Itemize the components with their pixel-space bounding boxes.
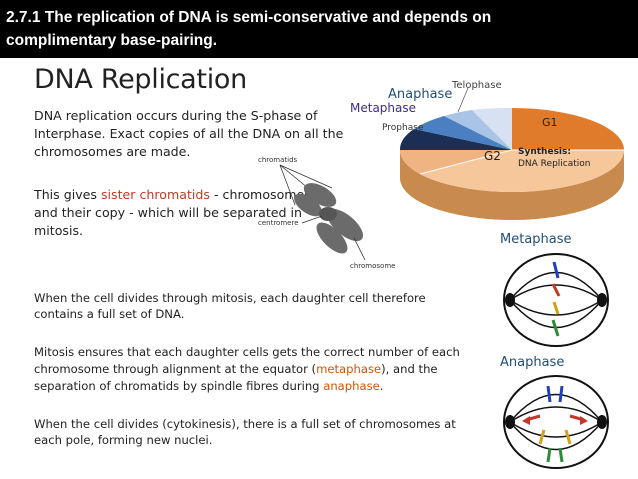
label-telophase: Telophase bbox=[451, 80, 502, 91]
anaphase-label: Anaphase bbox=[500, 355, 565, 370]
paragraph-alignment: Mitosis ensures that each daughter cells… bbox=[34, 344, 474, 395]
chromosome-shape bbox=[294, 183, 364, 254]
anaphase-cell bbox=[503, 375, 609, 469]
para4-a: Mitosis ensures that each daughter cells… bbox=[34, 345, 460, 376]
metaphase-label: Metaphase bbox=[500, 232, 572, 247]
header-line-2: complimentary base-pairing. bbox=[6, 32, 218, 49]
sister-chromatids-term: sister chromatids bbox=[101, 187, 210, 202]
label-g2: G2 bbox=[484, 149, 501, 163]
slice-anaphase bbox=[444, 110, 512, 150]
slice-g2 bbox=[399, 150, 512, 174]
label-anaphase: Anaphase bbox=[388, 87, 452, 102]
para2-post: - chromosomes and their copy - which wil… bbox=[34, 187, 311, 238]
metaphase-cell bbox=[503, 253, 609, 347]
label-dna-replication: DNA Replication bbox=[518, 159, 590, 169]
cell-cycle-pie: Telophase Anaphase Metaphase Prophase G1… bbox=[350, 80, 625, 220]
page-title: DNA Replication bbox=[34, 64, 247, 95]
slice-g1 bbox=[512, 108, 624, 150]
slice-metaphase bbox=[414, 116, 512, 150]
label-chromosome: chromosome bbox=[350, 262, 395, 270]
paragraph-cytokinesis: When the cell divides (cytokinesis), the… bbox=[34, 417, 456, 447]
paragraph-sister-chromatids: This gives sister chromatids - chromosom… bbox=[34, 186, 334, 240]
label-metaphase: Metaphase bbox=[350, 101, 416, 115]
label-chromatids: chromatids bbox=[258, 156, 298, 164]
paragraph-mitosis: When the cell divides through mitosis, e… bbox=[34, 291, 426, 321]
metaphase-term: metaphase bbox=[316, 362, 382, 376]
header-line-1: 2.7.1 The replication of DNA is semi-con… bbox=[6, 9, 492, 26]
anaphase-term: anaphase bbox=[323, 379, 380, 393]
slice-prophase bbox=[399, 129, 512, 150]
label-synthesis: Synthesis: bbox=[518, 147, 571, 157]
paragraph-s-phase: DNA replication occurs during the S-phas… bbox=[34, 108, 344, 159]
slice-telophase bbox=[472, 107, 512, 150]
para4-c: . bbox=[379, 379, 384, 393]
chromosome-image: chromatids centromere chromosome bbox=[258, 156, 395, 270]
para2-pre: This gives bbox=[34, 187, 101, 202]
para4-b: ), and the separation of chromatids by s… bbox=[34, 362, 438, 393]
label-centromere: centromere bbox=[258, 219, 299, 227]
slide-header: 2.7.1 The replication of DNA is semi-con… bbox=[0, 0, 638, 58]
slice-s-phase bbox=[420, 150, 625, 193]
label-prophase: Prophase bbox=[382, 123, 424, 133]
label-g1: G1 bbox=[542, 116, 558, 129]
